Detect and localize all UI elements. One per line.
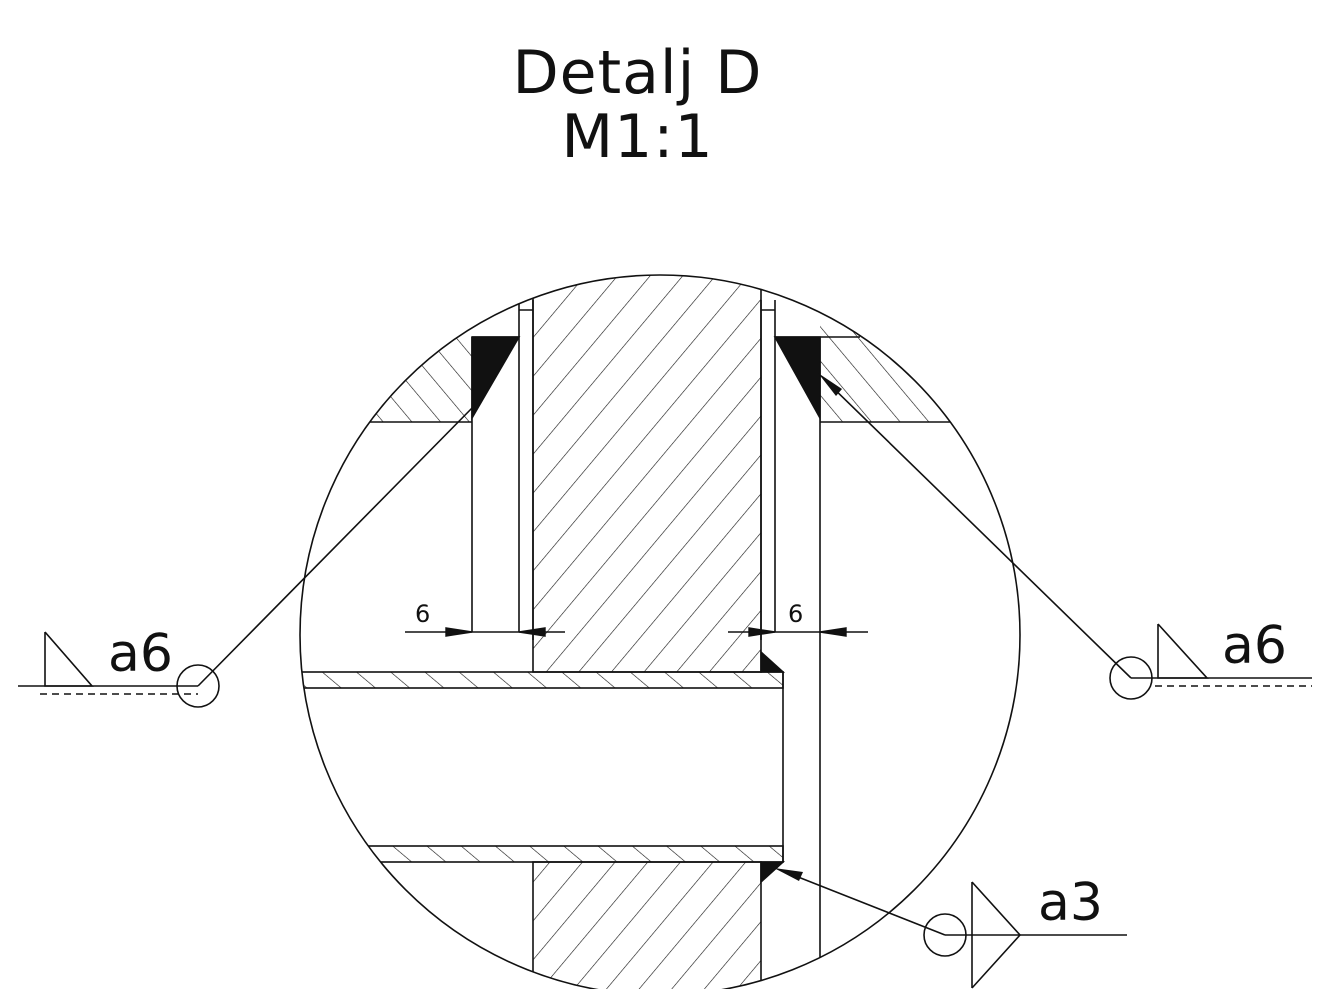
weld-symbol-left: [18, 404, 476, 708]
weld-left-top: [471, 336, 521, 421]
weld-label-bottom: a3: [1038, 873, 1103, 933]
detail-title: Detalj D: [512, 38, 763, 108]
detail-scale: M1:1: [561, 102, 714, 172]
shaft-upper: [532, 275, 762, 673]
weld-pipe-upper: [760, 650, 786, 673]
left-flange-plate: [300, 300, 472, 422]
dimension-right: [728, 627, 868, 637]
pipe-wall-upper: [300, 671, 784, 689]
dimension-left-label: 6: [415, 600, 430, 628]
weld-pipe-lower: [760, 861, 786, 884]
pipe-wall-lower: [300, 845, 784, 863]
weld-symbol-bottom: [787, 872, 1127, 989]
right-flange-plate: [820, 300, 1020, 422]
dimension-left: [405, 627, 565, 637]
weld-arrow-right: [818, 373, 842, 396]
weld-right-top: [773, 336, 821, 422]
weld-label-left: a6: [108, 624, 173, 684]
detail-circle: [299, 274, 1021, 989]
weld-arrow-bottom: [774, 868, 803, 881]
weld-symbol-right: [824, 379, 1312, 700]
weld-label-right: a6: [1222, 616, 1287, 676]
dimension-right-label: 6: [788, 600, 803, 628]
shaft-lower: [532, 861, 762, 989]
